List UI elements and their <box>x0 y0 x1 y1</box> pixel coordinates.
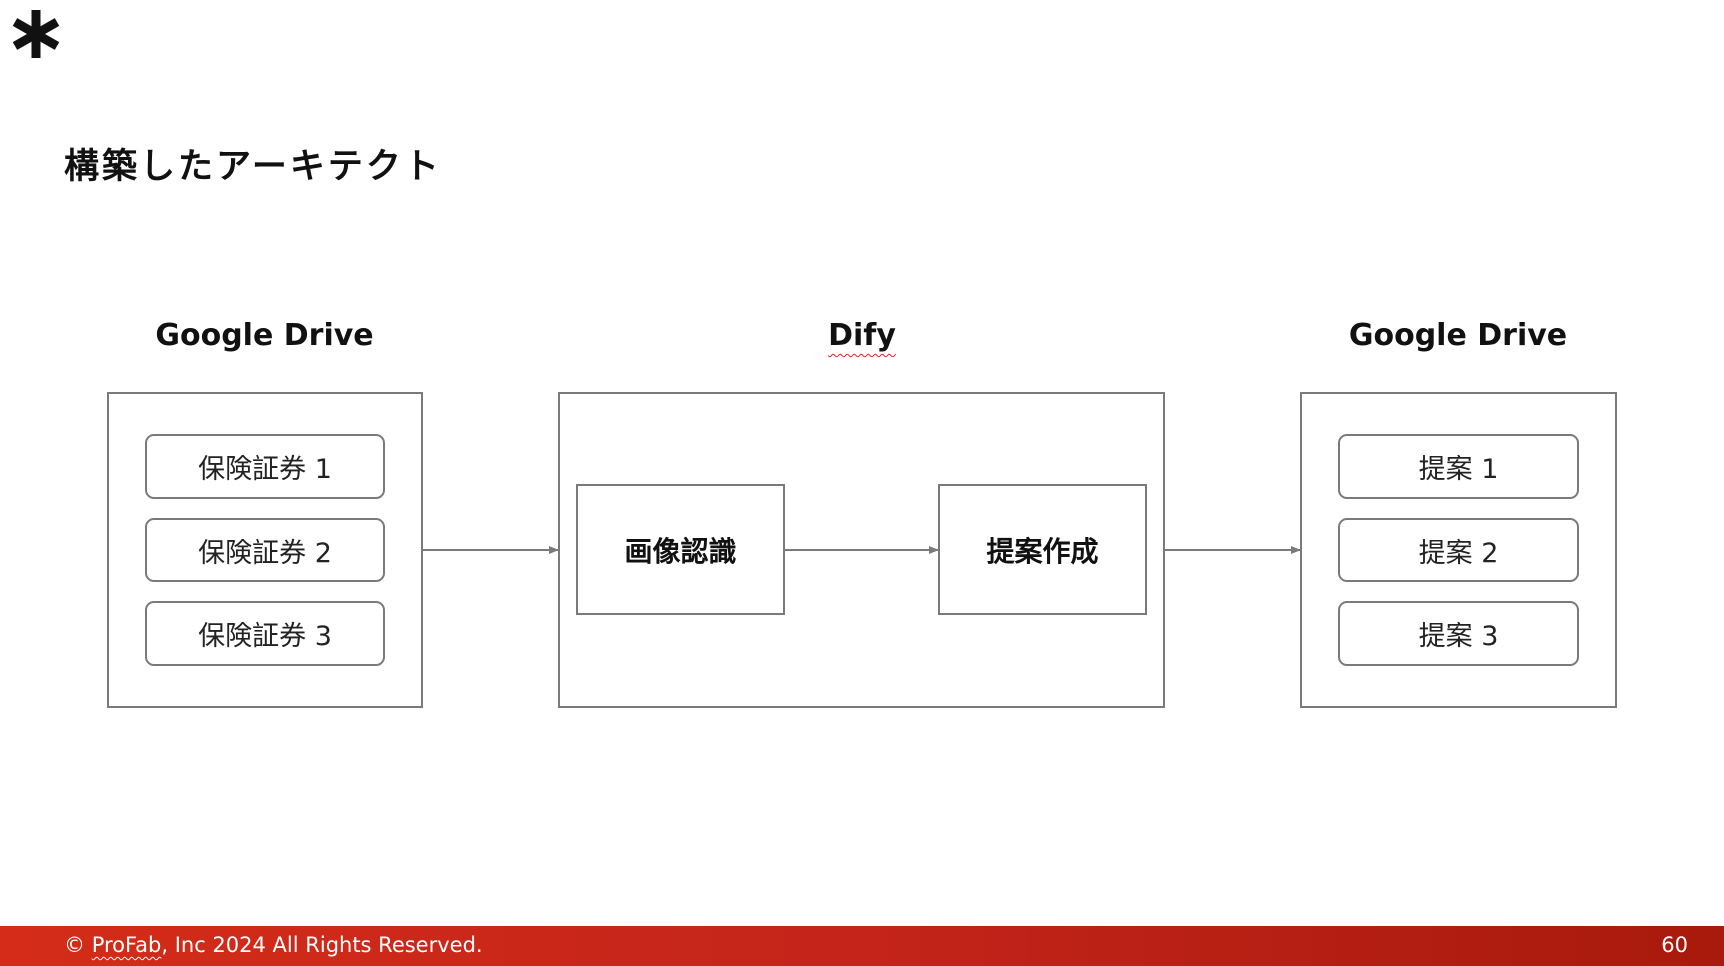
page-number: 60 <box>1661 933 1688 957</box>
insurance-policy-item: 保険証券 1 <box>145 434 385 499</box>
section-label-google-drive-output: Google Drive <box>1348 318 1568 353</box>
proposal-creation-step: 提案作成 <box>938 484 1147 615</box>
proposal-item: 提案 2 <box>1338 518 1579 582</box>
brand-name: ProFab <box>91 933 162 957</box>
image-recognition-step: 画像認識 <box>576 484 785 615</box>
copyright-symbol: © <box>64 933 85 957</box>
copyright-text: © ProFab, Inc 2024 All Rights Reserved. <box>64 933 483 957</box>
section-label-google-drive-input: Google Drive <box>155 318 374 353</box>
section-label-dify: Dify <box>828 318 896 353</box>
footer-bar: © ProFab, Inc 2024 All Rights Reserved. … <box>0 926 1724 966</box>
copyright-rest: , Inc 2024 All Rights Reserved. <box>161 933 483 957</box>
proposal-item: 提案 3 <box>1338 601 1579 666</box>
asterisk-logo-icon <box>12 10 60 58</box>
insurance-policy-item: 保険証券 3 <box>145 601 385 666</box>
page-title: 構築したアーキテクト <box>64 147 442 187</box>
proposal-item: 提案 1 <box>1338 434 1579 499</box>
insurance-policy-item: 保険証券 2 <box>145 518 385 582</box>
